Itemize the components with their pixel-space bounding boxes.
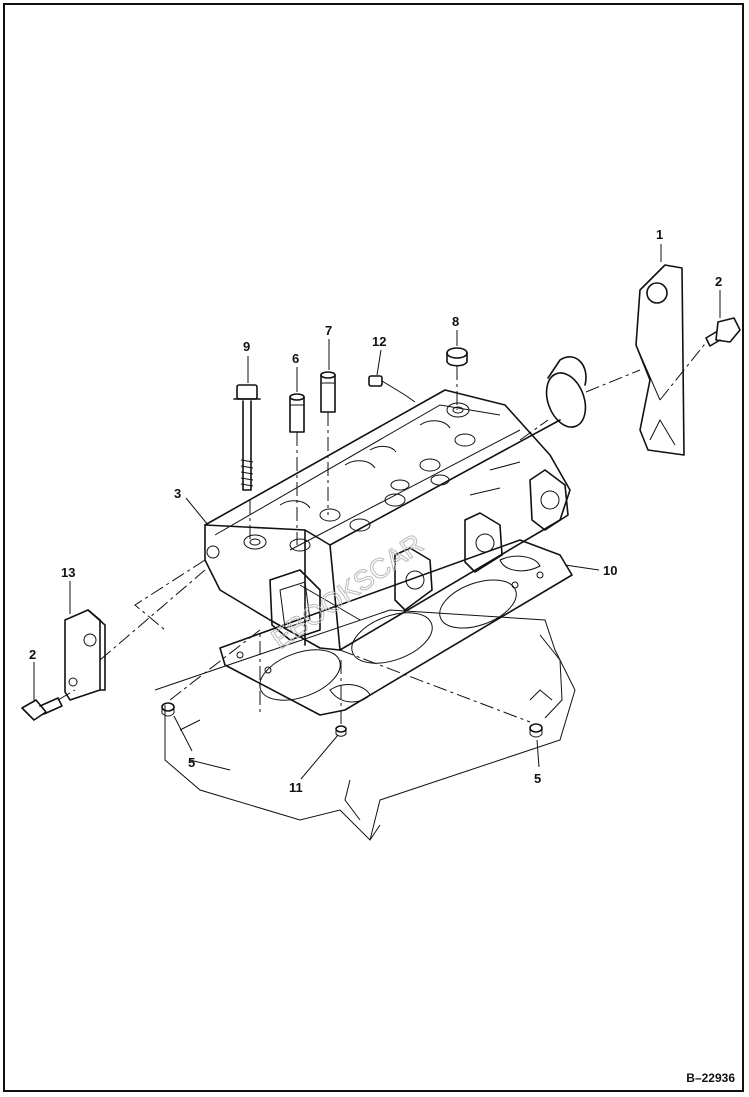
callout-6: 6 [292,351,299,366]
valve-seal [446,347,468,367]
plug-12 [368,375,406,396]
lifting-bracket-front [64,609,106,701]
engine-block-outline [154,609,576,841]
callout-1: 1 [656,227,663,242]
callout-12: 12 [372,334,386,349]
callout-5-left: 5 [188,755,195,770]
dowel-pin-center [335,725,347,737]
callout-5-right: 5 [534,771,541,786]
callout-9: 9 [243,339,250,354]
callout-10: 10 [603,563,617,578]
valve-guide-7 [320,371,336,413]
lifting-bracket-rear [635,264,685,456]
figure-reference-number: B–22936 [686,1071,735,1085]
dowel-pin-left [161,702,175,717]
core-plug [545,356,587,428]
bracket-bolt-right [705,317,741,347]
head-bolt [233,384,261,491]
diagram-frame [3,3,744,1092]
callout-2-right: 2 [715,274,722,289]
bracket-bolt-left [21,697,63,721]
callout-labels: 1 2 2 3 5 5 6 7 8 9 10 11 12 13 [29,227,722,795]
dowel-pin-right [529,723,543,738]
assembly-lines [57,339,709,725]
cylinder-head [204,389,571,651]
callout-13: 13 [61,565,75,580]
callout-2-left: 2 [29,647,36,662]
callout-8: 8 [452,314,459,329]
callout-11: 11 [289,780,303,795]
head-gasket [219,539,573,716]
callout-3: 3 [174,486,181,501]
leader-lines [33,244,721,780]
valve-guide-6 [289,393,305,433]
callout-7: 7 [325,323,332,338]
